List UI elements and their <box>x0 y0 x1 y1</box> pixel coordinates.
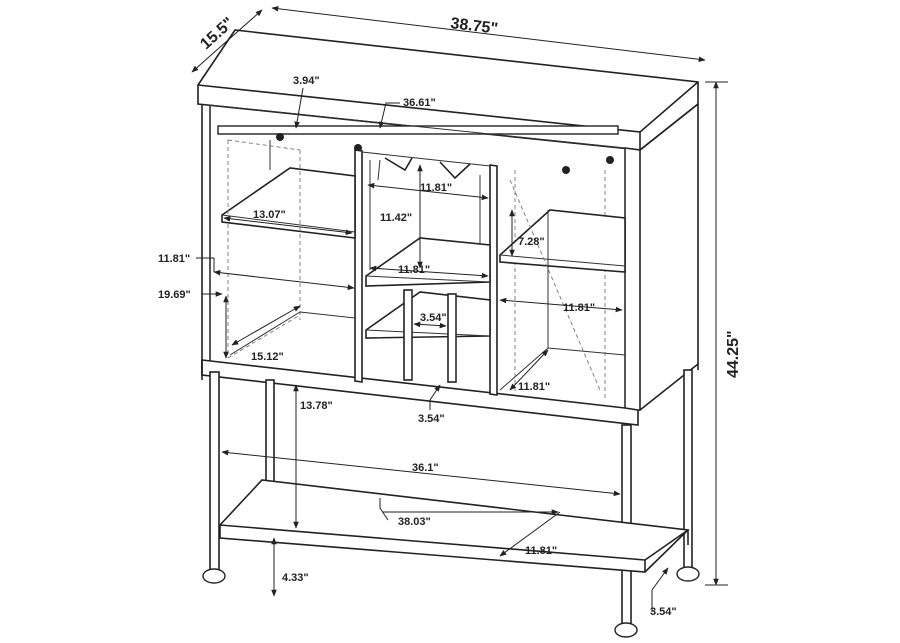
label-lower-outer-width: 38.03" <box>398 516 431 528</box>
dimension-labels: 15.5" 38.75" 44.25" 3.94" 36.61" 11.81" … <box>158 14 742 618</box>
label-overall-height: 44.25" <box>725 330 742 378</box>
label-lower-shelf-depth: 11.81" <box>525 545 557 557</box>
label-right-depth: 11.81" <box>518 381 550 393</box>
label-wine-rack-slot: 3.54" <box>420 312 447 324</box>
label-lower-shelf-width: 36.1" <box>412 462 439 474</box>
label-left-shelf-width: 13.07" <box>253 209 286 221</box>
label-foot-height: 4.33" <box>282 572 309 584</box>
label-center-width: 11.81" <box>420 182 452 194</box>
dimension-lines <box>191 5 728 612</box>
label-wine-rack-width: 11.81" <box>398 264 430 276</box>
label-left-side-height: 19.69" <box>158 289 191 301</box>
label-wine-rack-drop: 3.54" <box>418 413 445 425</box>
label-overall-width: 38.75" <box>450 15 499 38</box>
label-left-bottom-width: 15.12" <box>251 351 284 363</box>
cabinet-body <box>197 29 700 638</box>
label-top-inner-width: 36.61" <box>403 97 436 109</box>
label-right-upper-height: 7.28" <box>518 236 545 248</box>
label-rail-offset: 3.94" <box>293 75 320 87</box>
leg-front-left <box>209 371 220 573</box>
label-leg-clearance: 13.78" <box>300 400 333 412</box>
label-center-height: 11.42" <box>380 212 412 224</box>
label-leg-size: 3.54" <box>650 606 677 618</box>
barn-door-rail <box>217 125 619 135</box>
label-right-shelf-width: 11.81" <box>563 302 595 314</box>
label-left-side-depth: 11.81" <box>158 253 190 265</box>
